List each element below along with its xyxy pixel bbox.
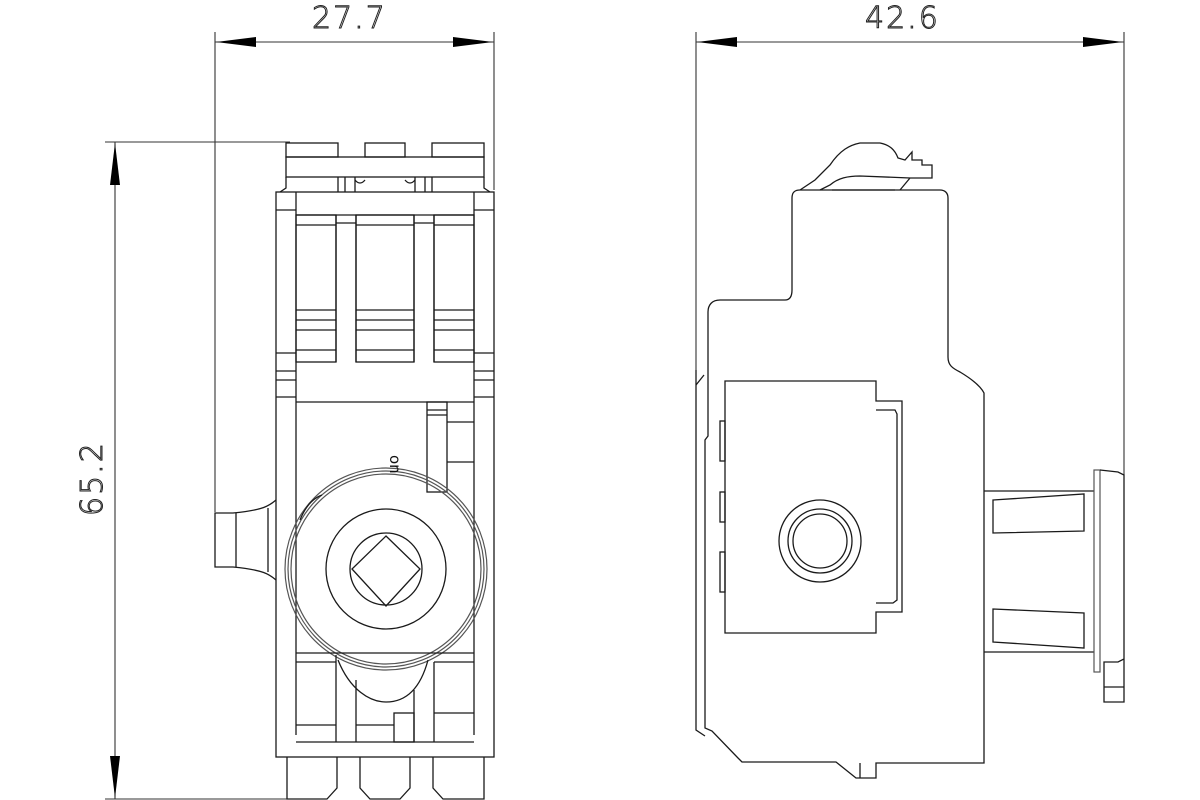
rotary-knob: on xyxy=(284,455,488,703)
depth-dimension-label: 42.6 xyxy=(865,1,940,36)
contact-slots xyxy=(276,214,494,398)
mount-hole-outer xyxy=(778,499,862,583)
bottom-terminals xyxy=(286,757,485,800)
top-terminals xyxy=(279,142,491,193)
side-housing xyxy=(704,189,985,779)
height-dimension-label: 65.2 xyxy=(75,441,110,516)
knob-shaft-side xyxy=(984,469,1125,703)
lower-housing-detail xyxy=(296,652,474,743)
side-depth-dimension: 42.6 xyxy=(695,1,1125,475)
front-housing xyxy=(275,191,495,758)
square-drive-icon xyxy=(351,535,421,607)
width-dimension-label: 27.7 xyxy=(312,1,387,36)
top-latch xyxy=(799,142,933,191)
side-view xyxy=(695,142,1125,779)
mount-hole-inner xyxy=(792,513,848,569)
front-height-dimension: 65.2 xyxy=(75,141,290,800)
left-side-tab xyxy=(214,499,277,581)
front-width-dimension: 27.7 xyxy=(214,1,495,512)
right-column-detail xyxy=(426,401,474,493)
inner-module xyxy=(719,380,903,634)
front-view: on xyxy=(214,142,495,800)
knob-on-marking: on xyxy=(386,455,404,474)
